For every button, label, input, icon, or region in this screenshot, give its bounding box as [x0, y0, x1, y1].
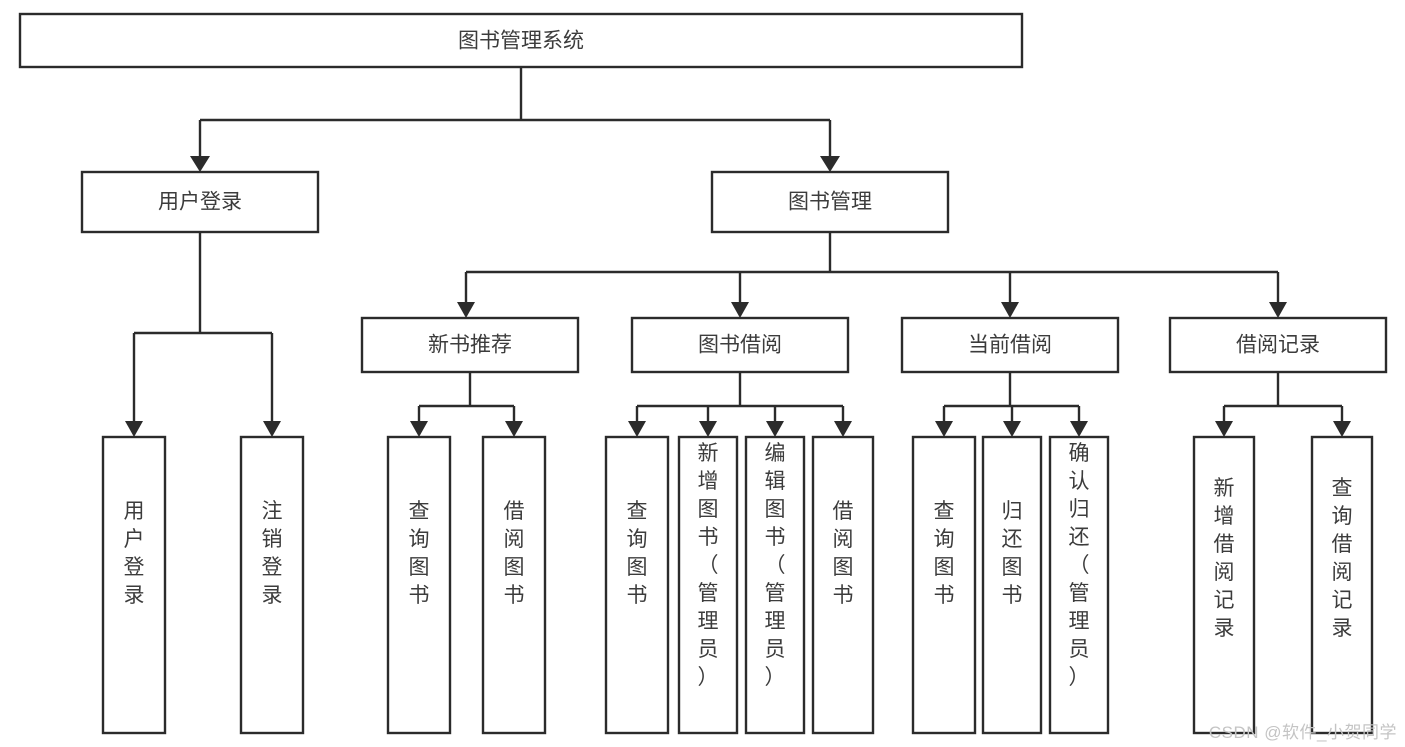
arrowhead-nb-leaf2: [505, 421, 523, 437]
node-borrow-record-box[interactable]: [1168, 316, 1388, 374]
node-book-borrow-label: 图书借阅: [698, 334, 782, 357]
node-borrow-record[interactable]: 借阅记录: [1168, 316, 1388, 374]
leaf-query-book-cb[interactable]: 查询图书: [911, 435, 977, 735]
leaf-query-book-bb-label: 查询图书: [627, 500, 648, 607]
node-book-management-box[interactable]: [710, 170, 950, 234]
leaf-add-book-admin[interactable]: 新增图书（管理员）: [677, 435, 739, 735]
leaf-user-login-label: 用户登录: [124, 500, 145, 607]
arrowhead-borrow-record: [1269, 302, 1287, 318]
node-new-book-recommend-box[interactable]: [360, 316, 580, 374]
leaf-query-book-nb-label: 查询图书: [409, 500, 430, 607]
leaf-borrow-book-bb-label: 借阅图书: [833, 500, 854, 607]
connector-layer: [125, 67, 1351, 437]
leaf-logout-box[interactable]: [239, 435, 305, 735]
leaf-add-book-admin-label: 新增图书（管理员）: [698, 442, 719, 689]
leaf-query-book-nb-box[interactable]: [386, 435, 452, 735]
leaf-borrow-book-bb[interactable]: 借阅图书: [811, 435, 875, 735]
leaf-add-borrow-record-label: 新增借阅记录: [1214, 477, 1235, 640]
leaf-query-book-nb[interactable]: 查询图书: [386, 435, 452, 735]
leaf-borrow-book-nb-label: 借阅图书: [504, 500, 525, 607]
leaf-confirm-return-admin-label: 确认归还（管理员）: [1069, 442, 1090, 689]
leaf-query-borrow-record-box[interactable]: [1310, 435, 1374, 735]
node-root-system-box[interactable]: [18, 12, 1024, 69]
arrowhead-bb-leaf2: [699, 421, 717, 437]
leaf-borrow-book-nb-box[interactable]: [481, 435, 547, 735]
arrowhead-br-leaf2: [1333, 421, 1351, 437]
leaf-confirm-return-admin-box[interactable]: [1048, 435, 1110, 735]
leaf-return-book[interactable]: 归还图书: [981, 435, 1043, 735]
leaf-query-borrow-record[interactable]: 查询借阅记录: [1310, 435, 1374, 735]
leaf-user-login-box[interactable]: [101, 435, 167, 735]
arrowhead-bb-leaf4: [834, 421, 852, 437]
arrowhead-current-borrow: [1001, 302, 1019, 318]
node-new-book-recommend-label: 新书推荐: [428, 334, 512, 357]
node-book-management-label: 图书管理: [788, 191, 872, 214]
leaf-query-book-bb-box[interactable]: [604, 435, 670, 735]
leaf-query-book-cb-label: 查询图书: [934, 500, 955, 607]
arrowhead-cb-leaf1: [935, 421, 953, 437]
leaf-user-login[interactable]: 用户登录: [101, 435, 167, 735]
leaf-add-borrow-record-box[interactable]: [1192, 435, 1256, 735]
leaf-borrow-book-bb-box[interactable]: [811, 435, 875, 735]
leaf-add-borrow-record[interactable]: 新增借阅记录: [1192, 435, 1256, 735]
node-current-borrow-box[interactable]: [900, 316, 1120, 374]
leaf-return-book-box[interactable]: [981, 435, 1043, 735]
arrowhead-book-mgmt: [820, 156, 840, 172]
node-user-login-box[interactable]: [80, 170, 320, 234]
leaf-logout-label: 注销登录: [262, 500, 283, 607]
leaf-query-borrow-record-label: 查询借阅记录: [1332, 477, 1353, 640]
leaf-confirm-return-admin[interactable]: 确认归还（管理员）: [1048, 435, 1110, 735]
node-current-borrow-label: 当前借阅: [968, 334, 1052, 357]
arrowhead-br-leaf1: [1215, 421, 1233, 437]
leaf-query-book-cb-box[interactable]: [911, 435, 977, 735]
arrowhead-bb-leaf1: [628, 421, 646, 437]
leaf-edit-book-admin[interactable]: 编辑图书（管理员）: [744, 435, 806, 735]
leaf-query-book-bb[interactable]: 查询图书: [604, 435, 670, 735]
node-book-borrow-box[interactable]: [630, 316, 850, 374]
node-new-book-recommend[interactable]: 新书推荐: [360, 316, 580, 374]
arrowhead-user-login: [190, 156, 210, 172]
node-book-borrow[interactable]: 图书借阅: [630, 316, 850, 374]
leaf-edit-book-admin-box[interactable]: [744, 435, 806, 735]
arrowhead-cb-leaf2: [1003, 421, 1021, 437]
leaf-edit-book-admin-label: 编辑图书（管理员）: [765, 442, 786, 689]
arrowhead-bb-leaf3: [766, 421, 784, 437]
arrowhead-leaf-logout: [263, 421, 281, 437]
node-borrow-record-label: 借阅记录: [1236, 334, 1320, 357]
leaf-return-book-label: 归还图书: [1002, 500, 1023, 607]
arrowhead-nb-leaf1: [410, 421, 428, 437]
arrowhead-new-book: [457, 302, 475, 318]
node-user-login-label: 用户登录: [158, 191, 242, 214]
leaf-add-book-admin-box[interactable]: [677, 435, 739, 735]
node-root-system[interactable]: 图书管理系统: [18, 12, 1024, 69]
leaf-borrow-book-nb[interactable]: 借阅图书: [481, 435, 547, 735]
node-user-login[interactable]: 用户登录: [80, 170, 320, 234]
node-book-management[interactable]: 图书管理: [710, 170, 950, 234]
node-root-system-label: 图书管理系统: [458, 30, 584, 53]
leaf-logout[interactable]: 注销登录: [239, 435, 305, 735]
arrowhead-leaf-user-login: [125, 421, 143, 437]
node-current-borrow[interactable]: 当前借阅: [900, 316, 1120, 374]
arrowhead-cb-leaf3: [1070, 421, 1088, 437]
arrowhead-borrow-book: [731, 302, 749, 318]
